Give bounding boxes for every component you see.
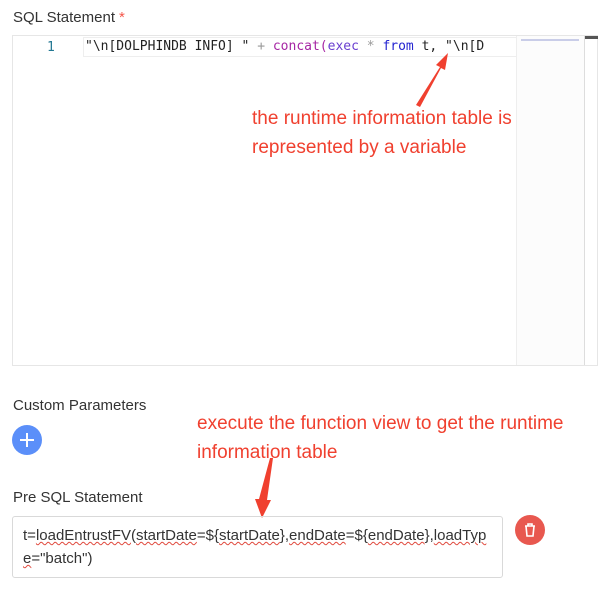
minimap-line	[521, 39, 579, 41]
required-mark: *	[119, 9, 125, 26]
pre-sql-text-part: =${	[345, 527, 368, 544]
code-token: t, "\n[D	[421, 39, 485, 54]
vertical-scrollbar[interactable]	[584, 36, 598, 365]
code-line[interactable]: "\n[DOLPHINDB INFO] " + concat(exec * fr…	[85, 39, 517, 54]
sql-code-editor[interactable]: 1 "\n[DOLPHINDB INFO] " + concat(exec * …	[12, 35, 598, 366]
code-token: *	[366, 39, 383, 54]
trash-icon	[525, 523, 535, 537]
annotation-function-view-note: execute the function view to get the run…	[197, 413, 564, 463]
code-token: exec	[327, 39, 367, 54]
pre-sql-text-part: loadEntrustFV	[35, 527, 131, 544]
plus-icon	[20, 433, 34, 447]
pre-sql-text-part: startDate	[135, 527, 197, 544]
line-number: 1	[47, 40, 55, 55]
pre-sql-text-part: (	[130, 527, 136, 544]
pre-sql-text-part: ="batch")	[31, 550, 93, 567]
annotation-variable-note: the runtime information table is represe…	[252, 108, 512, 158]
pre-sql-text-part: endDate	[289, 527, 346, 544]
pre-sql-label: Pre SQL Statement	[13, 489, 143, 506]
sql-statement-label-text: SQL Statement	[13, 9, 115, 26]
delete-pre-sql-button[interactable]	[515, 515, 545, 545]
arrow-to-variable	[416, 53, 448, 107]
pre-sql-text-part: startDate	[218, 527, 280, 544]
code-token: from	[382, 39, 422, 54]
pre-sql-text-part: },	[424, 527, 434, 544]
code-token: +	[257, 39, 273, 54]
code-token: "\n[DOLPHINDB INFO] "	[85, 39, 258, 54]
pre-sql-text-part: },	[279, 527, 290, 544]
arrow-to-function-view	[255, 458, 273, 518]
scrollbar-thumb[interactable]	[585, 36, 598, 39]
pre-sql-input[interactable]: t=loadEntrustFV(startDate=${startDate},e…	[12, 516, 503, 578]
pre-sql-text-part: =${	[196, 527, 219, 544]
pre-sql-text-part: t=	[23, 527, 36, 544]
custom-parameters-label: Custom Parameters	[13, 397, 147, 414]
pre-sql-text-part: endDate	[367, 527, 425, 544]
code-token: concat(	[272, 39, 328, 54]
pre-sql-text-part: loadType	[23, 527, 487, 567]
sql-statement-label: SQL Statement*	[13, 9, 125, 26]
minimap[interactable]	[516, 36, 585, 365]
add-parameter-button[interactable]	[12, 425, 42, 455]
